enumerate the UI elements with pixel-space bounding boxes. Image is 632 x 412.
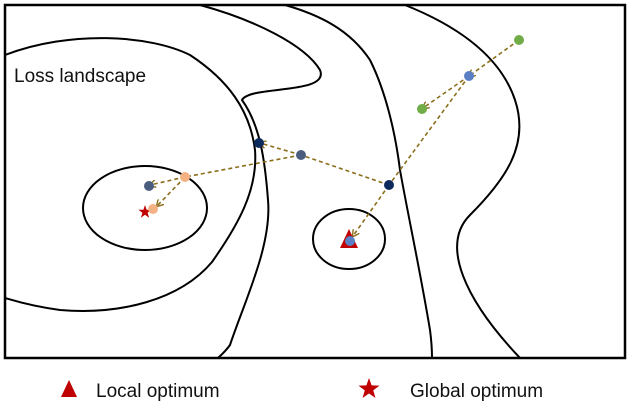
path-segment: [423, 75, 470, 108]
path-point-blue: [345, 236, 355, 246]
contour-outer-middle: [199, 4, 322, 359]
path-segment: [300, 154, 390, 186]
contour-local-inner: [312, 208, 386, 270]
legend: Local optimum Global optimum: [61, 378, 543, 402]
contour-far-right: [404, 4, 521, 359]
path-point-green: [514, 35, 524, 45]
contour-outer-left: [4, 37, 257, 312]
optimization-paths: [150, 39, 520, 236]
path-point-peach: [148, 204, 158, 214]
path-segment: [353, 184, 390, 236]
path-segment: [469, 39, 520, 76]
path-point-navy: [254, 138, 264, 148]
legend-star-icon: [358, 378, 380, 398]
path-segment: [184, 154, 302, 178]
path-point-navy: [384, 180, 394, 190]
path-segment: [388, 75, 470, 186]
path-point-peach: [180, 172, 190, 182]
legend-local-optimum-label: Local optimum: [96, 381, 220, 402]
path-segment: [150, 176, 186, 185]
diagram-title: Loss landscape: [14, 66, 146, 87]
path-point-blue: [464, 71, 474, 81]
path-point-slate: [144, 181, 154, 191]
path-segment: [260, 143, 302, 156]
path-points: [144, 35, 524, 246]
contour-outer-right: [284, 4, 433, 359]
path-point-slate: [296, 150, 306, 160]
contour-global-inner: [82, 165, 208, 251]
legend-triangle-icon: [61, 380, 77, 397]
path-point-green: [417, 104, 427, 114]
legend-global-optimum-label: Global optimum: [410, 381, 543, 402]
contour-lines: [4, 4, 521, 359]
global-optimum-star: [138, 205, 152, 218]
